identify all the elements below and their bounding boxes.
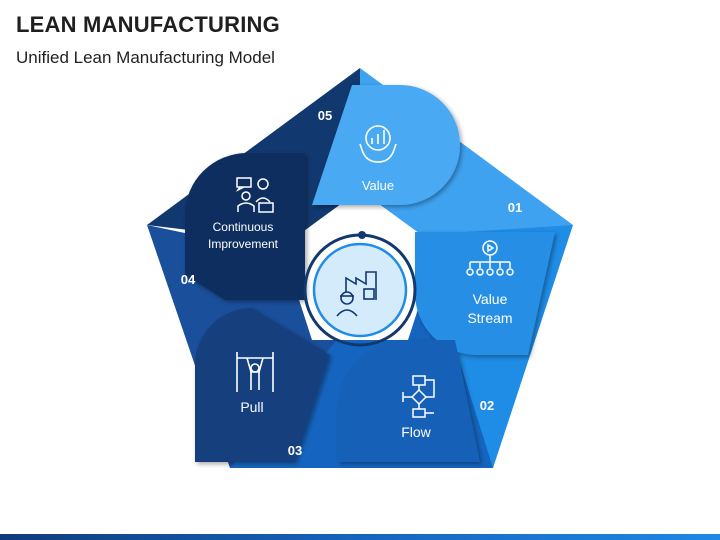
segment-number-04: 04 [181,272,196,287]
segment-label-pull: Pull [240,399,263,415]
leaf-continuous [185,153,305,300]
segment-label-continuous-2: Improvement [208,237,279,251]
segment-number-01: 01 [508,200,522,215]
leaf-value [312,85,460,205]
segment-label-flow: Flow [401,424,431,440]
segment-label-continuous-1: Continuous [213,220,274,234]
leaf-flow [338,340,480,462]
page-title: LEAN MANUFACTURING [16,12,280,37]
center-circle [312,242,408,338]
segment-number-05: 05 [318,108,332,123]
segment-label-value: Value [362,178,394,193]
segment-label-value-stream-2: Stream [467,310,512,326]
bottom-accent-bar [0,534,720,540]
leaf-pull [195,308,330,462]
pull-up-bar-icon [236,352,274,392]
page-subtitle: Unified Lean Manufacturing Model [16,48,275,67]
segment-label-value-stream-1: Value [473,291,508,307]
segment-number-02: 02 [480,398,494,413]
hands-growth-icon [359,125,397,163]
segment-number-03: 03 [288,443,302,458]
team-meeting-icon [235,177,274,213]
factory-worker-icon [336,271,377,317]
leaf-value-stream [415,232,555,355]
hierarchy-play-icon [466,240,514,276]
flowchart-icon [402,375,435,418]
ring-dot [358,231,366,239]
